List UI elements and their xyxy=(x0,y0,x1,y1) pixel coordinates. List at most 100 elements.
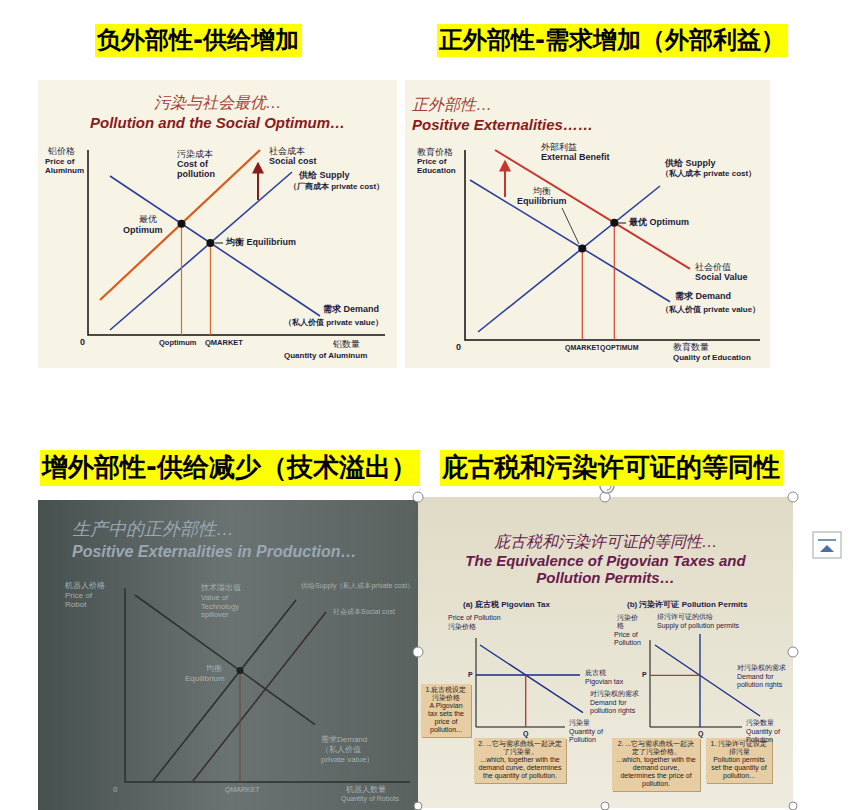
leader-line xyxy=(618,223,626,224)
axis-label: （私人价值 private value） xyxy=(283,318,384,327)
callout-box: 1.庇古税设定污染价格A Pigovian tax sets the price… xyxy=(421,684,471,737)
axis-label: Cost of pollution xyxy=(176,159,222,180)
panel-subtitle: Positive Externalities in Production… xyxy=(72,542,414,562)
heading-band: 庇古税和污染许可证的等同性 xyxy=(440,450,783,486)
chart-panel: 正外部性…Positive Externalities…… xyxy=(405,80,770,368)
axis-label: 机器人数量 xyxy=(345,785,387,794)
panel-ground xyxy=(405,80,770,368)
callout-text: ...which, together with the demand curve… xyxy=(615,756,697,788)
axis-label: Price of Aluminum xyxy=(44,157,86,175)
panel-title: 庇古税和污染许可证的等同性… xyxy=(438,531,773,552)
callout-box: 1. 污染许可证设定排污量Pollution permits set the q… xyxy=(706,738,772,783)
axis xyxy=(125,588,410,782)
axis-label: Price of Pollution xyxy=(613,631,649,647)
axis-label: 社会价值 xyxy=(694,262,732,272)
social-value-curve xyxy=(495,150,690,269)
axis-label: 技术溢出值 xyxy=(200,584,242,593)
layout-icon xyxy=(813,532,841,558)
axis-label: P xyxy=(641,671,648,679)
axis-label: private value） xyxy=(320,755,375,764)
axis-label: 机器人价格 xyxy=(64,581,106,590)
axis-label: 需求Demand xyxy=(320,735,368,744)
leader-line xyxy=(215,243,223,244)
axis-label: (b) 污染许可证 Pollution Permits xyxy=(626,600,748,609)
heading-text: 增外部性-供给减少（技术溢出） xyxy=(42,450,418,485)
heading-text: 庇古税和污染许可证的等同性 xyxy=(442,450,781,485)
axis-label: 污染量 xyxy=(568,719,591,727)
panel-ground xyxy=(38,80,397,368)
axis-label: 教育数量 xyxy=(672,342,710,352)
supply-curve xyxy=(153,600,296,781)
axis-label: 污染价格 xyxy=(447,623,477,631)
axis-label: Optimum xyxy=(122,225,164,235)
equilibrium-dot xyxy=(578,244,586,252)
axis-label: Q xyxy=(522,730,529,738)
drop-line xyxy=(525,675,526,727)
photo-ground xyxy=(38,500,418,810)
shift-arrow xyxy=(504,162,506,197)
axis-label: (a) 庇古税 Pigovian Tax xyxy=(462,600,551,609)
optimum-dot xyxy=(610,219,618,227)
panel-title: 生产中的正外部性… xyxy=(72,516,414,542)
axis-label: QOPTIMUM xyxy=(599,344,640,352)
axis-label: 供给Supply（私人成本private cost） xyxy=(300,582,417,590)
axis-label: 0 xyxy=(79,337,86,347)
demand-curve xyxy=(110,176,320,316)
axis-label: 污染价格 xyxy=(616,614,642,630)
axis-label: 庇古税 xyxy=(584,669,607,677)
selection-handle xyxy=(413,492,423,502)
axis-label: 最优 xyxy=(138,214,158,224)
axis-label: Equilibrium xyxy=(184,674,226,683)
heading-band: 负外部性-供给增加 xyxy=(95,24,302,57)
axis-label: 排污许可证的供给 xyxy=(656,613,714,621)
axis-label: 需求 Demand xyxy=(322,304,380,314)
axis-label: Quantity of Pollution xyxy=(568,728,616,744)
panel-ground xyxy=(418,497,793,808)
axis-label: 社会成本 xyxy=(268,146,306,156)
heading-band: 增外部性-供给减少（技术溢出） xyxy=(40,450,420,486)
axis-label: 污染成本 xyxy=(176,149,214,159)
callout-box: 2. ...它与需求曲线一起决定了污染量。...which, together … xyxy=(474,738,566,783)
shift-arrow xyxy=(257,164,259,200)
axis-label: Equilibrium xyxy=(516,196,568,206)
axis-label: Quantity of Pollution xyxy=(745,728,793,744)
callout-text: 1.庇古税设定污染价格 xyxy=(424,686,468,702)
drop-line xyxy=(210,243,211,335)
selection-handle xyxy=(788,492,798,502)
axis-label: 供给 Supply xyxy=(664,158,717,168)
supply-curve xyxy=(110,172,292,330)
panel-title: 正外部性… xyxy=(412,94,766,115)
supply-curve xyxy=(478,186,660,332)
axis-label: （私人价值 xyxy=(320,745,362,754)
axis-label: （私人成本 private cost） xyxy=(660,169,757,178)
axis-label: Quality of Education xyxy=(672,353,752,362)
axis-label: 对污染权的需求 xyxy=(589,690,640,698)
axis-label: （私人价值 private value） xyxy=(660,305,761,314)
axis-label: 0 xyxy=(112,785,118,794)
axis-label: QMARKET xyxy=(204,339,244,348)
callout-text: A Pigovian tax sets the price of polluti… xyxy=(424,702,468,734)
axis-label: Price of Robot xyxy=(64,591,116,609)
axis-label: （厂商成本 private cost） xyxy=(288,182,385,191)
axis-label: 外部利益 xyxy=(540,142,578,152)
axis-label: Price of Pollution xyxy=(447,614,502,622)
callout-text: 2. ...它与需求曲线一起决定了污染量。 xyxy=(477,740,563,756)
axis-label: 均衡 xyxy=(532,186,552,196)
callout-text: ...which, together with the demand curve… xyxy=(477,756,563,780)
axis-label: 污染数量 xyxy=(745,719,775,727)
axis-label: 教育价格 xyxy=(416,147,454,157)
social-cost-curve xyxy=(193,612,326,781)
social-cost-curve xyxy=(100,150,260,300)
axis-label: Quantity of Aluminum xyxy=(283,351,368,360)
demand-curve xyxy=(655,645,760,716)
axis-label: 均衡 xyxy=(205,664,223,673)
drop-line xyxy=(582,248,583,340)
axis-label: 社会成本Social cost xyxy=(332,608,396,616)
axis-label: External Benefit xyxy=(540,152,611,162)
layout-icon xyxy=(818,539,836,541)
axis-label: 铝数量 xyxy=(332,339,361,349)
drop-line xyxy=(614,223,615,340)
drop-line xyxy=(181,224,182,335)
heading-band: 正外部性-需求增加（外部利益） xyxy=(437,24,788,57)
